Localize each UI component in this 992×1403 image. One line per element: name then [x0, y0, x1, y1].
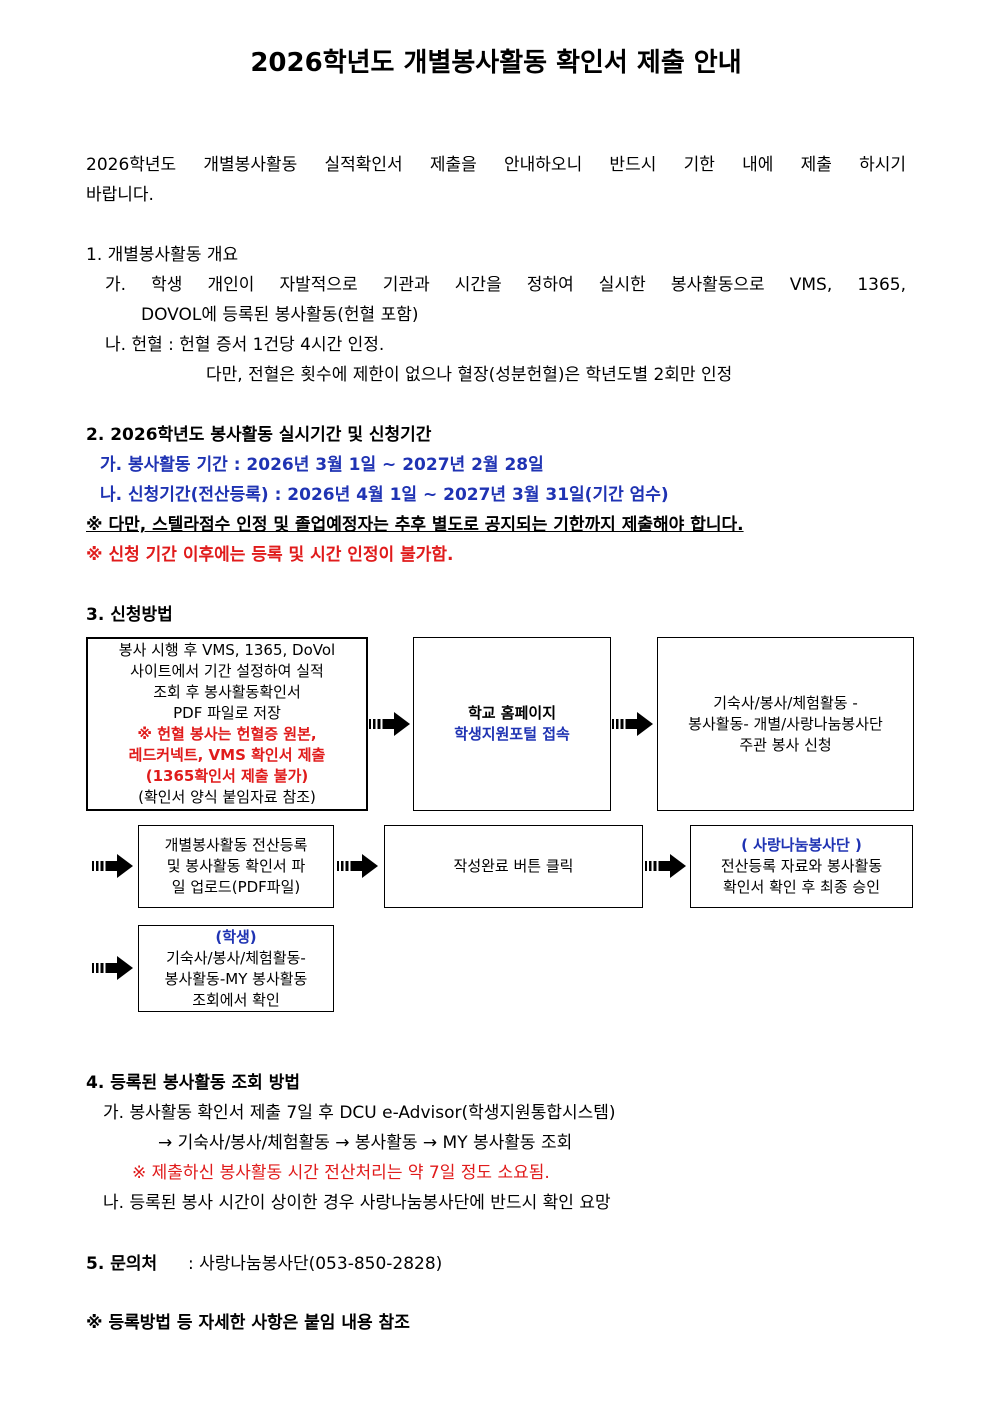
- intro-line-1: 2026학년도 개별봉사활동 실적확인서 제출을 안내하오니 반드시 기한 내에…: [86, 155, 906, 175]
- step6-line-2: 전산등록 자료와 봉사활동: [720, 857, 883, 875]
- step4-line-1: 개별봉사활동 전산등록: [164, 836, 308, 854]
- step7-line-3: 봉사활동-MY 봉사활동: [164, 969, 308, 988]
- flow-step-upload: 개별봉사활동 전산등록 및 봉사활동 확인서 파 일 업로드(PDF파일): [138, 825, 334, 908]
- section1-na-line-1: 나. 헌혈 : 헌혈 증서 1건당 4시간 인정.: [105, 335, 385, 355]
- section2-heading: 2. 2026학년도 봉사활동 실시기간 및 신청기간: [86, 425, 432, 445]
- step3-line-3: 주관 봉사 신청: [739, 735, 832, 754]
- arrow-right-icon: [369, 712, 410, 736]
- section4-ga-line-1: 가. 봉사활동 확인서 제출 7일 후 DCU e-Advisor(학생지원통합…: [103, 1103, 616, 1123]
- flow-step-student-check: (학생) 기숙사/봉사/체험활동- 봉사활동-MY 봉사활동 조회에서 확인: [138, 925, 334, 1012]
- contact-info: : 사랑나눔봉사단(053-850-2828): [188, 1254, 443, 1274]
- step4-line-2: 및 봉사활동 확인서 파: [166, 857, 306, 875]
- step6-line-3: 확인서 확인 후 최종 승인: [722, 878, 881, 896]
- step7-line-2: 기숙사/봉사/체험활동-: [166, 948, 306, 967]
- step3-line-2: 봉사활동- 개별/사랑나눔봉사단: [688, 714, 883, 733]
- step1-line-2: 사이트에서 기간 설정하여 실적: [130, 662, 324, 680]
- step1-line-4: PDF 파일로 저장: [173, 704, 281, 722]
- step6-line-1: ( 사랑나눔봉사단 ): [741, 836, 862, 854]
- flow-step-final-approval: ( 사랑나눔봉사단 ) 전산등록 자료와 봉사활동 확인서 확인 후 최종 승인: [690, 825, 913, 908]
- section4-heading: 4. 등록된 봉사활동 조회 방법: [86, 1073, 301, 1093]
- section2-note-deadline: ※ 신청 기간 이후에는 등록 및 시간 인정이 불가함.: [86, 545, 454, 565]
- section4-ga-note: ※ 제출하신 봉사활동 시간 전산처리는 약 7일 정도 소요됨.: [132, 1163, 550, 1183]
- section2-note-stella: ※ 다만, 스텔라점수 인정 및 졸업예정자는 추후 별도로 공지되는 기한까지…: [86, 515, 744, 535]
- footer-note: ※ 등록방법 등 자세한 사항은 붙임 내용 참조: [86, 1313, 410, 1333]
- arrow-right-icon: [645, 854, 686, 878]
- section1-ga-line-1: 가. 학생 개인이 자발적으로 기관과 시간을 정하여 실시한 봉사활동으로 V…: [105, 275, 906, 295]
- step1-line-5: (확인서 양식 붙임자료 참조): [138, 788, 316, 806]
- flow-step-export-certificate: 봉사 시행 후 VMS, 1365, DoVol 사이트에서 기간 설정하여 실…: [86, 637, 368, 811]
- flow-step-complete-button: 작성완료 버튼 클릭: [384, 825, 643, 908]
- section1-na-line-2: 다만, 전혈은 횟수에 제한이 없으나 혈장(성분헌혈)은 학년도별 2회만 인…: [206, 365, 733, 385]
- section4-na: 나. 등록된 봉사 시간이 상이한 경우 사랑나눔봉사단에 반드시 확인 요망: [103, 1193, 611, 1213]
- section1-ga-line-2: DOVOL에 등록된 봉사활동(헌혈 포함): [141, 305, 419, 325]
- step7-line-4: 조회에서 확인: [192, 990, 280, 1009]
- arrow-right-icon: [337, 854, 378, 878]
- section3-heading: 3. 신청방법: [86, 605, 173, 625]
- section2-application-period: 나. 신청기간(전산등록) : 2026년 4월 1일 ~ 2027년 3월 3…: [100, 485, 669, 505]
- step1-line-3: 조회 후 봉사활동확인서: [153, 683, 301, 701]
- intro-line-2: 바랍니다.: [86, 185, 154, 205]
- step3-line-1: 기숙사/봉사/체험활동 -: [713, 693, 858, 712]
- arrow-right-icon: [92, 854, 133, 878]
- step1-blood-note-2: 레드커넥트, VMS 확인서 제출: [128, 746, 326, 764]
- step7-line-1: (학생): [215, 927, 257, 946]
- arrow-right-icon: [92, 956, 133, 980]
- step4-line-3: 일 업로드(PDF파일): [171, 878, 301, 896]
- step1-blood-note-3: (1365확인서 제출 불가): [145, 767, 309, 785]
- section1-heading: 1. 개별봉사활동 개요: [86, 245, 239, 265]
- step1-line-1: 봉사 시행 후 VMS, 1365, DoVol: [118, 641, 336, 659]
- section2-service-period: 가. 봉사활동 기간 : 2026년 3월 1일 ~ 2027년 2월 28일: [100, 455, 544, 475]
- step5-line-1: 작성완료 버튼 클릭: [453, 857, 574, 875]
- page-title: 2026학년도 개별봉사활동 확인서 제출 안내: [250, 48, 742, 78]
- flow-step-apply-service: 기숙사/봉사/체험활동 - 봉사활동- 개별/사랑나눔봉사단 주관 봉사 신청: [657, 637, 914, 811]
- step2-line-2: 학생지원포털 접속: [454, 725, 570, 743]
- section4-ga-line-2: → 기숙사/봉사/체험활동 → 봉사활동 → MY 봉사활동 조회: [158, 1133, 573, 1153]
- step1-blood-note-1: ※ 헌혈 봉사는 헌혈증 원본,: [137, 725, 317, 743]
- flow-step-school-portal: 학교 홈페이지 학생지원포털 접속: [413, 637, 611, 811]
- step2-line-1: 학교 홈페이지: [467, 704, 557, 722]
- arrow-right-icon: [612, 712, 653, 736]
- section5-heading: 5. 문의처: [86, 1254, 158, 1274]
